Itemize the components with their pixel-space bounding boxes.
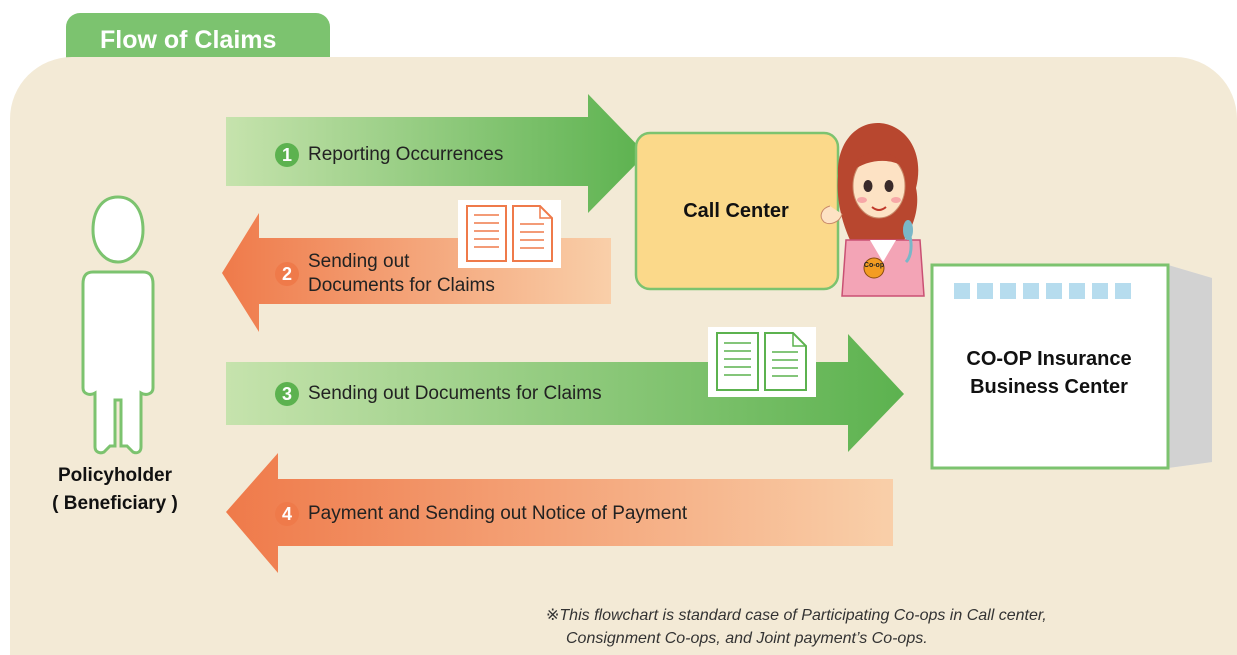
policyholder-line1: Policyholder — [57, 465, 173, 486]
step-3-number: 3 — [275, 382, 299, 406]
policyholder-label: Policyholder ( Beneficiary ) — [30, 462, 200, 518]
footnote: ※This flowchart is standard case of Part… — [546, 604, 1226, 650]
step-2-label: 2 Sending out Documents for Claims — [275, 250, 495, 298]
reference-mark: ※ — [546, 607, 560, 624]
co-op-badge: Co-op — [863, 262, 885, 269]
step-4-number: 4 — [275, 502, 299, 526]
footnote-line1: This flowchart is standard case of Parti… — [559, 607, 1047, 624]
step-1-number: 1 — [275, 143, 299, 167]
step-4-text: Payment and Sending out Notice of Paymen… — [308, 503, 688, 524]
business-center-line1: CO-OP Insurance — [966, 348, 1132, 370]
step-2-number: 2 — [275, 262, 299, 286]
footnote-line2: Consignment Co-ops, and Joint payment’s … — [566, 630, 928, 647]
step-1-text: Reporting Occurrences — [308, 144, 504, 165]
section-title: Flow of Claims — [100, 26, 277, 54]
policyholder-line2: ( Beneficiary ) — [52, 493, 178, 514]
step-1-label: 1 Reporting Occurrences — [275, 143, 503, 167]
step-2-text-line2: Documents for Claims — [308, 275, 495, 296]
building-icon — [930, 263, 1212, 470]
step-3-text: Sending out Documents for Claims — [308, 383, 602, 404]
person-silhouette-icon — [81, 195, 155, 455]
document-icon — [458, 200, 561, 268]
step-4-label: 4 Payment and Sending out Notice of Paym… — [275, 502, 687, 526]
document-icon — [708, 327, 816, 397]
step-4-arrow — [226, 453, 893, 573]
step-3-label: 3 Sending out Documents for Claims — [275, 382, 602, 406]
operator-illustration — [820, 123, 925, 297]
step-1-arrow — [226, 94, 646, 213]
business-center-label: CO-OP Insurance Business Center — [934, 345, 1164, 401]
business-center-line2: Business Center — [970, 376, 1128, 398]
call-center-label: Call Center — [683, 200, 789, 222]
call-center-box — [634, 131, 840, 291]
step-2-text-line1: Sending out — [308, 251, 410, 272]
